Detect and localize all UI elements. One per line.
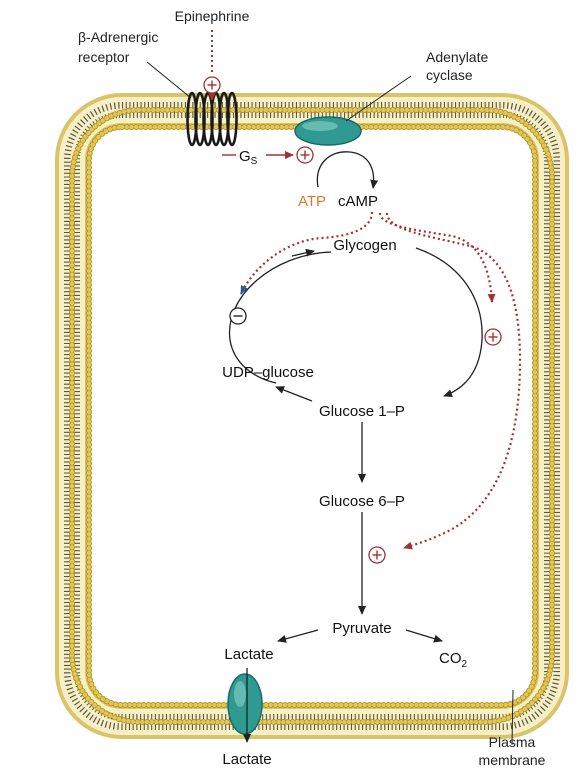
- membrane-inner-heads: [89, 127, 535, 705]
- receptor-leader-line: [147, 62, 191, 98]
- glucose1p-to-udpglucose-arrow: [276, 387, 312, 401]
- gs-plus-icon: [297, 147, 313, 163]
- udp-glucose-label: UDP–glucose: [222, 364, 314, 381]
- glycogenolysis-plus-icon: [485, 329, 501, 345]
- lactate-inside-label: Lactate: [224, 646, 273, 663]
- glycolysis-plus-icon: [369, 547, 385, 563]
- pyruvate-to-lactate-arrow: [278, 630, 318, 641]
- camp-label: cAMP: [338, 193, 378, 210]
- adenylate-cyclase-label-line2: cyclase: [426, 67, 473, 83]
- gs-label: GS: [239, 148, 258, 167]
- pyruvate-label: Pyruvate: [332, 620, 391, 637]
- epinephrine-plus-icon: [204, 77, 220, 93]
- atp-to-camp-arrow: [317, 152, 373, 188]
- glycogen-synthesis-minus-icon: [230, 308, 246, 324]
- adenylate-cyclase-label-line1: Adenylate: [426, 49, 488, 65]
- glycogen-to-glucose1p-arc: [416, 248, 482, 396]
- camp-activate-glycolysis-arrow: [387, 213, 520, 548]
- adenylate-cyclase-protein-icon: [295, 117, 361, 145]
- lactate-transporter-protein-icon: [228, 674, 262, 734]
- receptor-label-line2: receptor: [78, 49, 130, 65]
- epinephrine-label: Epinephrine: [175, 8, 250, 24]
- glucose-1p-label: Glucose 1–P: [319, 403, 405, 420]
- beta-adrenergic-receptor-icon: [188, 93, 237, 145]
- glucose-6p-label: Glucose 6–P: [319, 493, 405, 510]
- co2-label: CO2: [439, 650, 468, 670]
- plasma-membrane-label-line1: Plasma: [489, 734, 536, 750]
- pyruvate-to-co2-arrow: [406, 630, 442, 641]
- glycogen-label: Glycogen: [333, 237, 396, 254]
- atp-label: ATP: [298, 193, 326, 210]
- receptor-label-line1: β-Adrenergic: [78, 29, 158, 45]
- plasma-membrane-label-line2: membrane: [479, 752, 546, 768]
- lactate-outside-label: Lactate: [222, 751, 271, 768]
